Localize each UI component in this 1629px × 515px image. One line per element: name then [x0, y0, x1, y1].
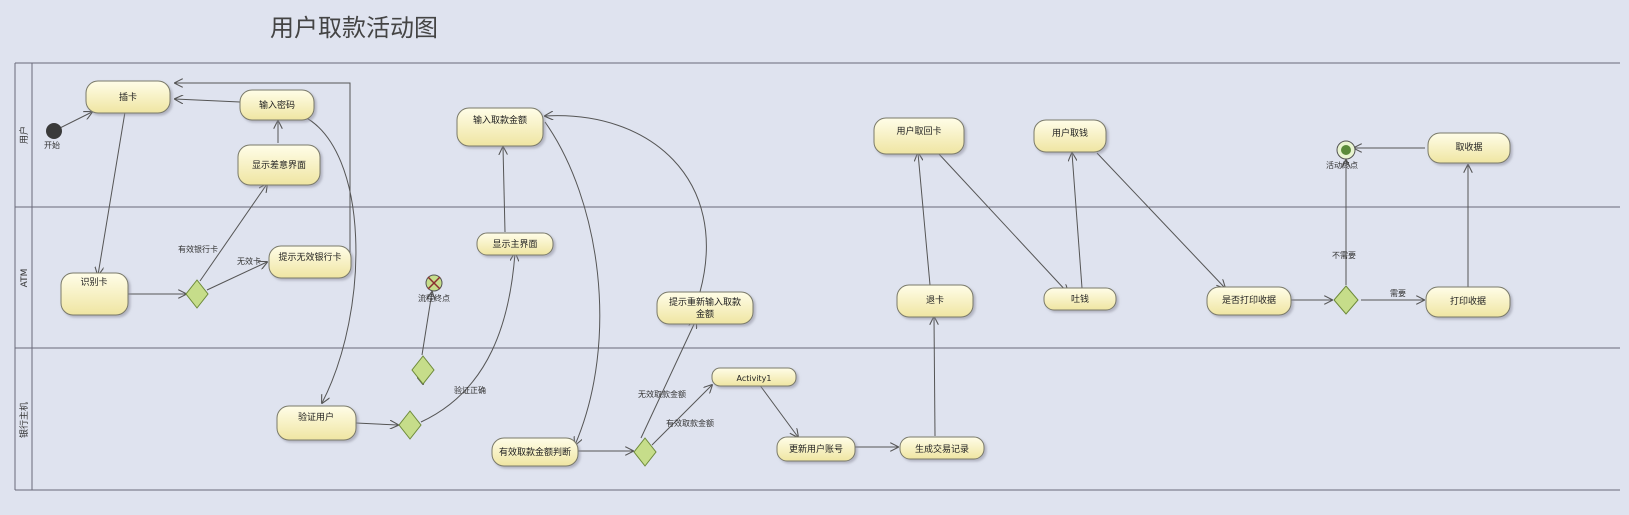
- start-label: 开始: [44, 140, 60, 150]
- edge-record-returncard: [934, 317, 935, 437]
- node-print-receipt: 打印收据: [1425, 286, 1511, 318]
- edge-returncard-takecard: [918, 153, 931, 286]
- swimlane-frame: [14, 62, 1620, 491]
- activity-end-icon: [1336, 140, 1356, 160]
- node-print-ask: 是否打印收据: [1206, 286, 1292, 316]
- guard-need: 需要: [1390, 289, 1406, 298]
- svg-text:Activity1: Activity1: [736, 374, 771, 383]
- activity-end-label: 活动终点: [1326, 160, 1358, 170]
- svg-text:用户取钱: 用户取钱: [1052, 127, 1088, 139]
- node-invalid-card-prompt: 提示无效银行卡: [268, 245, 352, 279]
- node-insert-card: 插卡: [85, 80, 171, 114]
- node-identify-card: 识别卡: [60, 272, 129, 316]
- node-return-card: 退卡: [896, 284, 974, 318]
- guard-labels: 有效银行卡 无效卡 验证正确 无效取款金额 有效取款金额 不需要 需要: [178, 244, 1406, 428]
- edge-takecash-printask: [1096, 152, 1225, 288]
- node-verify-user: 验证用户: [276, 405, 357, 441]
- svg-text:是否打印收据: 是否打印收据: [1222, 294, 1276, 306]
- guard-invalid-amount: 无效取款金额: [638, 389, 686, 399]
- svg-text:识别卡: 识别卡: [80, 276, 107, 288]
- node-show-error: 显示差意界面: [237, 144, 321, 186]
- guard-no-need: 不需要: [1332, 251, 1356, 260]
- svg-text:显示主界面: 显示主界面: [492, 238, 537, 250]
- edge-insert-identify: [98, 111, 126, 275]
- svg-text:打印收据: 打印收据: [1450, 295, 1486, 307]
- svg-text:更新用户账号: 更新用户账号: [789, 443, 843, 455]
- guard-valid-card: 有效银行卡: [178, 244, 218, 254]
- edge-start-insert: [59, 112, 92, 129]
- edge-reenter-amount: [545, 116, 707, 293]
- edge-amount-check: [544, 121, 601, 445]
- svg-text:验证用户: 验证用户: [298, 411, 334, 423]
- node-update-account: 更新用户账号: [776, 436, 856, 462]
- node-take-card: 用户取回卡: [873, 117, 965, 155]
- svg-text:退卡: 退卡: [926, 294, 944, 306]
- decision-amount: [633, 437, 657, 467]
- edge-pwd-insert: [175, 99, 241, 102]
- guard-invalid-card: 无效卡: [237, 256, 261, 266]
- edge-pwd-verify: [302, 115, 357, 403]
- node-show-main: 显示主界面: [476, 232, 554, 256]
- node-amount-check: 有效取款金额判断: [491, 437, 579, 467]
- edge-verify-d2: [355, 423, 398, 425]
- edge-d4-reenter: [640, 320, 696, 439]
- svg-text:插卡: 插卡: [119, 91, 137, 103]
- svg-text:显示差意界面: 显示差意界面: [252, 159, 306, 171]
- lane-label-atm: ATM: [20, 269, 30, 288]
- guard-verify-ok: 验证正确: [454, 385, 486, 395]
- decisions: [185, 279, 1359, 467]
- decision-card-valid: [185, 279, 209, 309]
- edge-d2-main: [420, 253, 515, 423]
- edge-takecard-dispense: [937, 152, 1068, 293]
- edge-d3-flowend: [421, 292, 432, 356]
- diagram-title: 用户取款活动图: [270, 14, 438, 42]
- node-activity1: Activity1: [711, 367, 797, 387]
- svg-text:用户取回卡: 用户取回卡: [896, 125, 941, 137]
- svg-text:有效取款金额判断: 有效取款金额判断: [499, 446, 571, 458]
- edge-activity-update: [758, 383, 798, 437]
- node-gen-record: 生成交易记录: [899, 436, 985, 460]
- start-node-icon: [46, 123, 62, 139]
- node-reenter-prompt: 提示重新输入取款 金额: [656, 291, 754, 325]
- flow-end-label: 流程终点: [418, 293, 450, 303]
- nodes: 插卡 输入密码 显示差意界面 输入取款金额 用户取回卡 用户取钱 取收据: [60, 80, 1511, 467]
- svg-text:金额: 金额: [696, 308, 714, 320]
- edges: [59, 83, 1468, 451]
- svg-text:生成交易记录: 生成交易记录: [915, 443, 969, 455]
- svg-text:提示无效银行卡: 提示无效银行卡: [278, 251, 341, 263]
- decision-print: [1333, 285, 1359, 315]
- decision-verify: [398, 410, 422, 440]
- svg-text:取收据: 取收据: [1455, 141, 1482, 153]
- svg-text:提示重新输入取款: 提示重新输入取款: [669, 296, 741, 308]
- flow-end-icon: [425, 274, 443, 292]
- lane-label-user: 用户: [18, 126, 30, 144]
- edge-decision-error: [199, 184, 267, 282]
- edge-invalid-insert: [175, 83, 351, 254]
- node-take-receipt: 取收据: [1427, 132, 1511, 164]
- decision-flow-end: [411, 355, 435, 385]
- node-dispense: 吐钱: [1043, 287, 1117, 311]
- svg-text:吐钱: 吐钱: [1071, 293, 1089, 305]
- guard-valid-amount: 有效取款金额: [666, 418, 714, 428]
- lane-label-bank: 银行主机: [18, 402, 30, 438]
- node-enter-amount: 输入取款金额: [456, 107, 544, 147]
- edge-main-amount: [503, 147, 505, 233]
- edge-d4-activity: [651, 385, 712, 446]
- node-enter-password: 输入密码: [239, 89, 315, 121]
- edge-decision-invalid: [206, 262, 267, 291]
- node-take-cash: 用户取钱: [1033, 119, 1107, 153]
- edge-dispense-takecash: [1072, 153, 1083, 289]
- svg-text:输入取款金额: 输入取款金额: [473, 114, 527, 126]
- svg-text:输入密码: 输入密码: [259, 99, 295, 111]
